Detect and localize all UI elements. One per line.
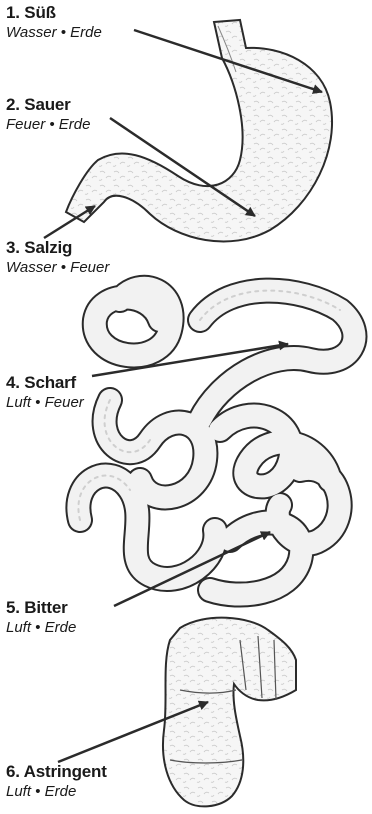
label-suess: 1. Süß Wasser • Erde <box>6 3 102 42</box>
taste-name: 3. Salzig <box>6 238 109 258</box>
taste-elements: Luft • Erde <box>6 618 76 637</box>
taste-elements: Wasser • Erde <box>6 23 102 42</box>
label-scharf: 4. Scharf Luft • Feuer <box>6 373 84 412</box>
taste-elements: Luft • Erde <box>6 782 107 801</box>
label-sauer: 2. Sauer Feuer • Erde <box>6 95 90 134</box>
stomach-illustration <box>66 20 332 241</box>
label-astringent: 6. Astringent Luft • Erde <box>6 762 107 801</box>
taste-elements: Feuer • Erde <box>6 115 90 134</box>
taste-name: 1. Süß <box>6 3 102 23</box>
label-bitter: 5. Bitter Luft • Erde <box>6 598 76 637</box>
taste-name: 6. Astringent <box>6 762 107 782</box>
taste-name: 5. Bitter <box>6 598 76 618</box>
taste-elements: Wasser • Feuer <box>6 258 109 277</box>
taste-elements: Luft • Feuer <box>6 393 84 412</box>
label-salzig: 3. Salzig Wasser • Feuer <box>6 238 109 277</box>
taste-name: 2. Sauer <box>6 95 90 115</box>
small-intestine-illustration <box>78 288 354 595</box>
taste-name: 4. Scharf <box>6 373 84 393</box>
